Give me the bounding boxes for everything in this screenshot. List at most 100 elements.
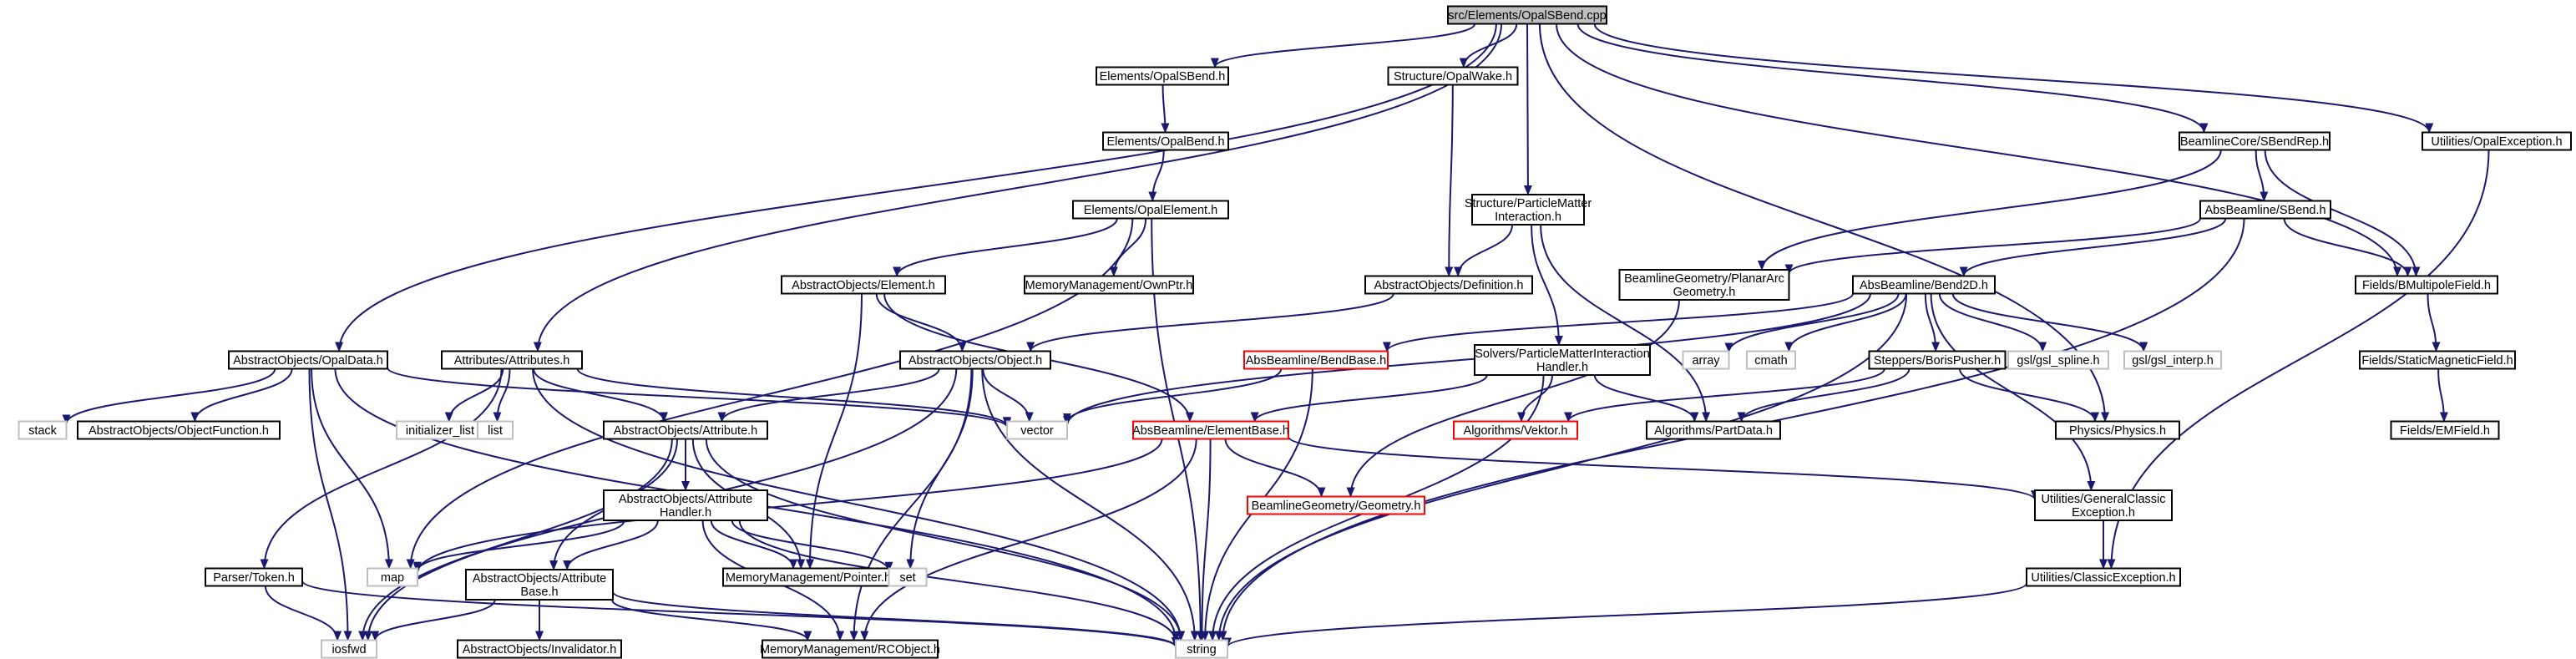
node-label-geometry_h-0: BeamlineGeometry/Geometry.h: [1252, 499, 1421, 513]
node-label-map-0: map: [381, 571, 404, 585]
node-label-bmultipole_h-0: Fields/BMultipoleField.h: [2362, 279, 2491, 292]
edge-pmi_h-to-partdata_h: [1540, 224, 1711, 423]
node-opalsbend_h[interactable]: Elements/OpalSBend.h: [1096, 66, 1229, 86]
node-pmi_h[interactable]: Structure/ParticleMatterInteraction.h: [1465, 194, 1592, 226]
edge-opalelement_h-to-ownptr_h: [1109, 218, 1147, 277]
node-stack: stack: [18, 420, 68, 440]
node-label-elementbase_h-0: AbsBeamline/ElementBase.h: [1132, 424, 1289, 438]
node-geometry_h[interactable]: BeamlineGeometry/Geometry.h: [1247, 495, 1425, 515]
edge-attributes_h-to-vector: [576, 368, 1011, 428]
node-staticmag_h[interactable]: Fields/StaticMagneticField.h: [2359, 350, 2516, 370]
node-rcobject_h[interactable]: MemoryManagement/RCObject.h: [760, 639, 940, 659]
edge-opaldata_h-to-iosfwd: [308, 368, 352, 641]
edge-bend2d_h-to-array: [1724, 293, 1900, 353]
node-label-pmi_h-0: Structure/ParticleMatter: [1465, 197, 1592, 210]
node-box-planararc_h: [1618, 269, 1790, 301]
node-box-pmi_h: [1471, 194, 1585, 226]
node-attribute_h[interactable]: AbstractObjects/Attribute.h: [603, 420, 768, 440]
node-label-attrhandler_h-1: Handler.h: [660, 506, 711, 520]
edge-borispusher_h-to-partdata_h: [1737, 368, 1910, 423]
node-ownptr_h[interactable]: MemoryManagement/OwnPtr.h: [1024, 275, 1194, 295]
node-opalelement_h[interactable]: Elements/OpalElement.h: [1072, 200, 1229, 220]
node-opalexception_h[interactable]: Utilities/OpalException.h: [2422, 131, 2572, 151]
node-box-set: [888, 567, 928, 587]
node-bendbase_h[interactable]: AbsBeamline/BendBase.h: [1243, 350, 1389, 370]
node-box-attributes_h: [441, 350, 583, 370]
node-bmultipole_h[interactable]: Fields/BMultipoleField.h: [2355, 275, 2498, 295]
node-pmihandler_h[interactable]: Solvers/ParticleMatterInteractionHandler…: [1474, 344, 1651, 376]
node-invalidator_h[interactable]: AbstractObjects/Invalidator.h: [457, 639, 622, 659]
node-box-geometry_h: [1247, 495, 1425, 515]
edge-root-to-opalsbend_h: [1210, 23, 1476, 68]
edge-attrhandler_h-to-string: [738, 520, 1180, 643]
edge-attributes_h-to-list: [493, 368, 511, 423]
node-objectfunction_h[interactable]: AbstractObjects/ObjectFunction.h: [77, 420, 281, 440]
node-box-cmath: [1746, 350, 1796, 370]
node-partdata_h[interactable]: Algorithms/PartData.h: [1646, 420, 1781, 440]
node-label-physics_h-0: Physics/Physics.h: [2069, 424, 2166, 438]
node-sbendrep_h[interactable]: BeamlineCore/SBendRep.h: [2179, 131, 2331, 151]
edge-attribute_h-to-iosfwd: [358, 438, 673, 641]
edge-attrbase_h-to-string: [612, 591, 1180, 647]
node-label-absbeam_sbend_h-0: AbsBeamline/SBend.h: [2204, 204, 2325, 217]
edge-opaldata_h-to-stack: [62, 368, 276, 425]
node-parser_token_h[interactable]: Parser/Token.h: [205, 567, 303, 587]
edge-elementbase_h-to-map: [413, 438, 1163, 574]
node-label-stack-0: stack: [28, 424, 58, 438]
node-label-attrbase_h-0: AbstractObjects/Attribute: [473, 572, 606, 585]
node-elementbase_h[interactable]: AbsBeamline/ElementBase.h: [1132, 420, 1289, 440]
node-box-rcobject_h: [762, 639, 939, 659]
node-label-vektor_h-0: Algorithms/Vektor.h: [1464, 424, 1568, 438]
node-label-sbendrep_h-0: BeamlineCore/SBendRep.h: [2180, 135, 2329, 149]
node-label-array-0: array: [1692, 354, 1720, 368]
node-label-pmihandler_h-1: Handler.h: [1536, 361, 1588, 374]
node-cmath: cmath: [1746, 350, 1796, 370]
node-label-iosfwd-0: iosfwd: [331, 643, 366, 656]
node-label-parser_token_h-0: Parser/Token.h: [213, 571, 295, 585]
node-box-vector: [1006, 420, 1068, 440]
node-label-rcobject_h-0: MemoryManagement/RCObject.h: [760, 643, 940, 656]
node-element_h[interactable]: AbstractObjects/Element.h: [781, 275, 946, 295]
node-box-opalsbend_h: [1096, 66, 1229, 86]
node-attributes_h[interactable]: Attributes/Attributes.h: [441, 350, 583, 370]
node-opaldata_h[interactable]: AbstractObjects/OpalData.h: [228, 350, 388, 370]
node-vector: vector: [1006, 420, 1068, 440]
edge-attrhandler_h-to-set: [731, 520, 893, 572]
node-label-root-0: src/Elements/OpalSBend.cpp: [1448, 9, 1606, 23]
node-opalwake_h[interactable]: Structure/OpalWake.h: [1387, 66, 1519, 86]
node-vektor_h[interactable]: Algorithms/Vektor.h: [1453, 420, 1578, 440]
edge-object_h-to-attribute_h: [717, 368, 940, 423]
node-borispusher_h[interactable]: Steppers/BorisPusher.h: [1868, 350, 2007, 370]
node-bend2d_h[interactable]: AbsBeamline/Bend2D.h: [1852, 275, 1996, 295]
node-box-gsl_spline_h: [2007, 350, 2109, 370]
edge-attrhandler_h-to-pointer_h: [710, 520, 798, 570]
node-emfield_h[interactable]: Fields/EMField.h: [2390, 420, 2500, 440]
node-opalbend_h[interactable]: Elements/OpalBend.h: [1102, 131, 1229, 151]
node-label-opalexception_h-0: Utilities/OpalException.h: [2431, 135, 2562, 149]
node-box-iosfwd: [321, 639, 377, 659]
edge-root-to-opalexception_h: [1593, 23, 2434, 134]
node-physics_h[interactable]: Physics/Physics.h: [2055, 420, 2180, 440]
node-classicexception_h[interactable]: Utilities/ClassicException.h: [2026, 567, 2181, 587]
edge-root-to-sbendrep_h: [1576, 23, 2209, 134]
node-object_h[interactable]: AbstractObjects/Object.h: [899, 350, 1051, 370]
node-root[interactable]: src/Elements/OpalSBend.cpp: [1447, 5, 1607, 25]
node-box-ownptr_h: [1024, 275, 1194, 295]
node-label-attrhandler_h-0: AbstractObjects/Attribute: [619, 493, 752, 506]
edge-root-to-bmultipole_h: [1556, 23, 2401, 277]
node-box-generalclassic_h: [2034, 489, 2173, 521]
node-absbeam_sbend_h[interactable]: AbsBeamline/SBend.h: [2199, 200, 2331, 220]
node-label-generalclassic_h-0: Utilities/GeneralClassic: [2041, 493, 2165, 506]
node-array: array: [1682, 350, 1730, 370]
node-box-invalidator_h: [457, 639, 622, 659]
node-box-attrbase_h: [465, 569, 614, 601]
node-box-elementbase_h: [1132, 420, 1289, 440]
node-box-definition_h: [1364, 275, 1533, 295]
node-pointer_h[interactable]: MemoryManagement/Pointer.h: [722, 567, 894, 587]
edge-sbendrep_h-to-absbeam_sbend_h: [2255, 150, 2269, 202]
node-definition_h[interactable]: AbstractObjects/Definition.h: [1364, 275, 1533, 295]
